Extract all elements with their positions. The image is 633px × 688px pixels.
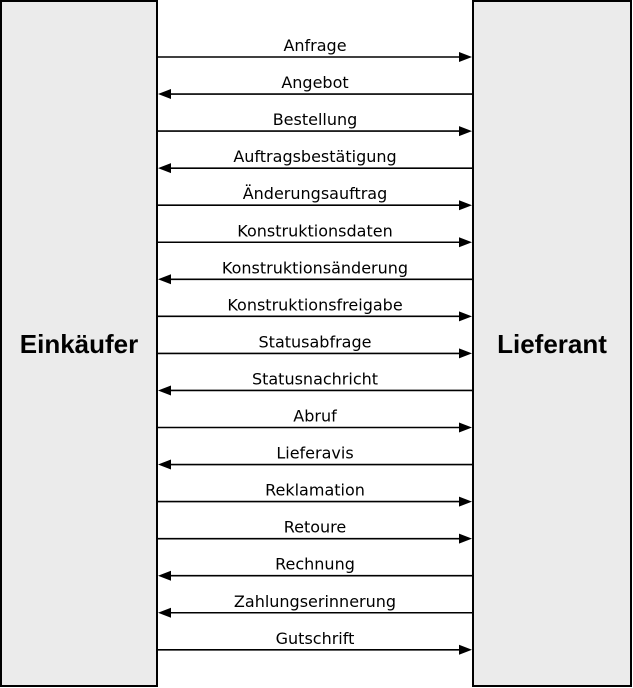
arrowhead-right-icon	[459, 52, 472, 62]
arrowhead-right-icon	[459, 348, 472, 359]
message-label: Konstruktionsdaten	[237, 221, 392, 240]
message-label: Bestellung	[273, 110, 358, 129]
message-label: Statusnachricht	[252, 369, 378, 388]
message-arrow: Zahlungserinnerung	[158, 592, 472, 618]
message-arrow: Bestellung	[158, 110, 472, 137]
arrowhead-right-icon	[459, 311, 472, 322]
arrowhead-left-icon	[158, 459, 171, 470]
message-label: Gutschrift	[276, 629, 355, 648]
message-label: Zahlungserinnerung	[234, 592, 396, 611]
arrowhead-right-icon	[459, 200, 472, 211]
actor-label-einkaeufer: Einkäufer	[20, 329, 139, 359]
message-arrow: Konstruktionsfreigabe	[158, 295, 472, 322]
message-label: Konstruktionsfreigabe	[227, 295, 402, 314]
message-label: Rechnung	[275, 555, 355, 574]
message-label: Anfrage	[283, 36, 346, 55]
arrowhead-right-icon	[459, 237, 472, 248]
message-label: Auftragsbestätigung	[233, 147, 396, 166]
message-arrow: Auftragsbestätigung	[158, 147, 472, 174]
arrowhead-left-icon	[158, 89, 171, 100]
message-arrow: Konstruktionsdaten	[158, 221, 472, 248]
message-arrow: Retoure	[158, 518, 472, 544]
arrowhead-left-icon	[158, 570, 171, 581]
message-arrow: Angebot	[158, 73, 472, 100]
arrowhead-right-icon	[459, 496, 472, 507]
message-arrow: Änderungsauftrag	[158, 184, 472, 211]
arrowhead-right-icon	[459, 422, 472, 433]
message-list: AnfrageAngebotBestellungAuftragsbestätig…	[158, 36, 472, 655]
message-label: Angebot	[281, 73, 348, 92]
message-label: Lieferavis	[276, 444, 353, 463]
arrowhead-left-icon	[158, 607, 171, 618]
message-label: Änderungsauftrag	[243, 184, 388, 203]
arrowhead-left-icon	[158, 163, 171, 174]
arrowhead-right-icon	[459, 533, 472, 544]
message-arrow: Reklamation	[158, 481, 472, 507]
actor-label-lieferant: Lieferant	[497, 329, 607, 359]
message-label: Reklamation	[265, 481, 365, 500]
actor-box-lieferant	[472, 0, 632, 687]
message-arrow: Konstruktionsänderung	[158, 258, 472, 285]
message-arrow: Anfrage	[158, 36, 472, 62]
message-label: Statusabfrage	[259, 332, 372, 351]
message-arrow: Gutschrift	[158, 629, 472, 655]
arrowhead-right-icon	[459, 644, 472, 655]
message-label: Abruf	[293, 407, 337, 426]
message-arrow: Statusabfrage	[158, 332, 472, 359]
arrowhead-right-icon	[459, 126, 472, 137]
message-arrow: Statusnachricht	[158, 369, 472, 396]
message-arrow: Abruf	[158, 407, 472, 433]
actor-box-einkaeufer	[0, 0, 158, 687]
arrowhead-left-icon	[158, 274, 171, 285]
message-arrow: Lieferavis	[158, 444, 472, 470]
message-label: Retoure	[284, 518, 347, 537]
arrowhead-left-icon	[158, 385, 171, 396]
message-label: Konstruktionsänderung	[222, 258, 408, 277]
message-arrow: Rechnung	[158, 555, 472, 581]
